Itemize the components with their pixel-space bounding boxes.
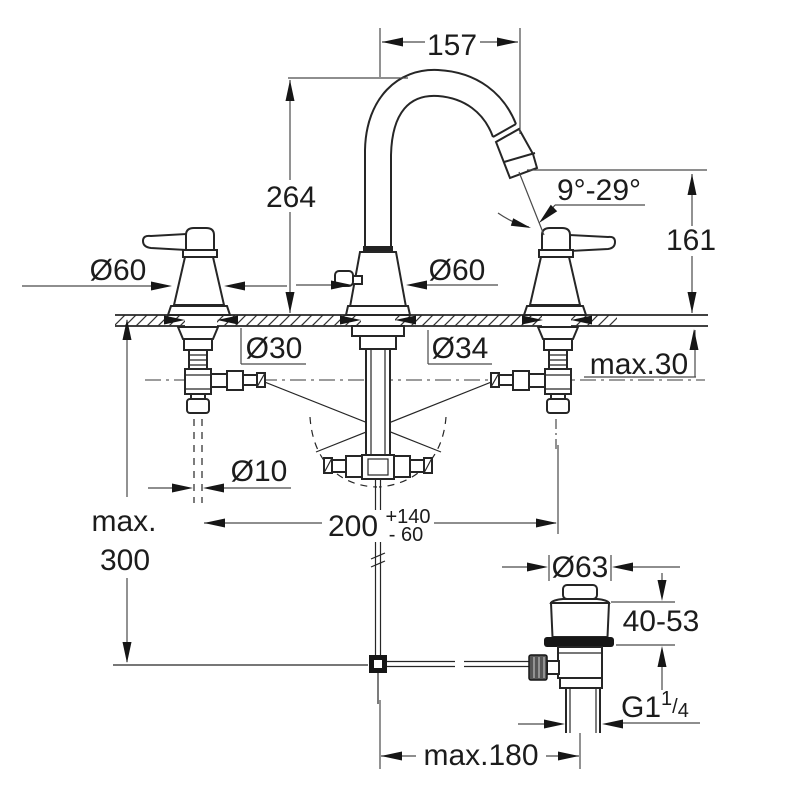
aerator xyxy=(494,127,539,180)
right-handle xyxy=(522,227,617,316)
dim-body-width-label: Ø60 xyxy=(429,254,486,287)
waste-body xyxy=(549,602,611,638)
center-shank xyxy=(323,325,433,480)
waste-gasket xyxy=(544,637,614,647)
dim-waste-dia-label: Ø63 xyxy=(552,551,609,584)
dimension-labels: 157 264 9°-29° 161 Ø60 Ø60 Ø30 Ø34 max.3… xyxy=(90,29,716,772)
dim-angle-range-label: 9°-29° xyxy=(557,174,641,207)
threaded-shank xyxy=(365,348,391,456)
spout-outer-curve xyxy=(364,68,517,250)
right-handle-lever xyxy=(569,233,617,253)
dim-hole-left-label: Ø30 xyxy=(246,332,303,365)
dim-hole-center-label: Ø34 xyxy=(432,332,489,365)
thread-denominator: 4 xyxy=(678,700,689,722)
pop-up-rod xyxy=(113,479,530,704)
waste-cap xyxy=(562,584,598,600)
drain-assembly xyxy=(528,584,614,733)
right-handle-cone xyxy=(528,256,582,306)
left-valve-body xyxy=(176,326,266,503)
dim-max-depth-label: 300 xyxy=(100,544,150,577)
dim-max-word-label: max. xyxy=(91,505,156,538)
thread-numerator: 1 xyxy=(661,688,672,710)
dim-handle-width-label: Ø60 xyxy=(90,254,147,287)
dim-spout-height-label: 264 xyxy=(266,181,316,214)
dimension-annotations xyxy=(22,28,707,769)
thread-base: G1 xyxy=(621,691,661,724)
dim-outlet-height-label: 161 xyxy=(666,224,716,257)
spout-joint-band xyxy=(363,246,393,252)
dim-spout-reach-label: 157 xyxy=(427,29,477,62)
dim-rod-reach-label: max.180 xyxy=(423,739,538,772)
dim-thread-label: G11/4 xyxy=(621,688,689,724)
dim-rod-dia-label: Ø10 xyxy=(231,455,288,488)
dim-waste-clamp-label: 40-53 xyxy=(623,605,700,638)
dim-tolerance-minus-label: - 60 xyxy=(389,524,423,546)
spout-inner-curve xyxy=(390,94,494,250)
dim-hole-distance-label: 200 xyxy=(328,510,378,543)
left-handle-cone xyxy=(172,256,226,306)
left-handle xyxy=(141,227,232,316)
right-valve-body xyxy=(490,326,580,449)
dim-deck-thickness-label: max.30 xyxy=(590,348,688,381)
faucet-spout xyxy=(334,68,539,316)
thread-slash: / xyxy=(672,696,678,718)
left-handle-lever xyxy=(141,232,187,252)
dim-tolerance-plus-label: +140 xyxy=(385,506,430,528)
